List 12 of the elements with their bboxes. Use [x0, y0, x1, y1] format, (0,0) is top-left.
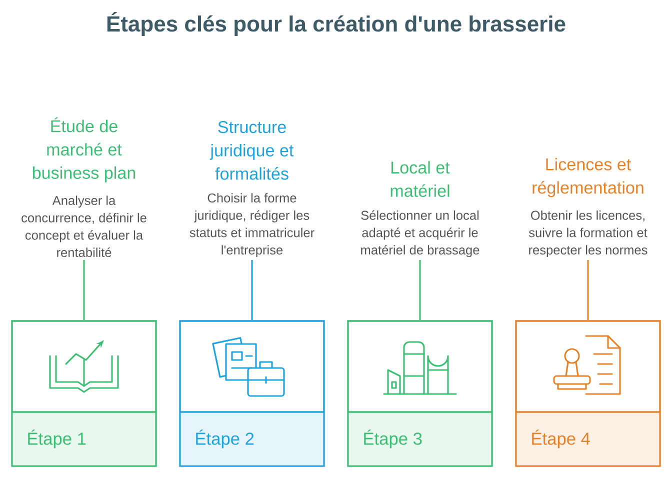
connector-line: [251, 260, 253, 320]
step-card: Étape 4: [515, 320, 661, 467]
step-description: Étude de marché et business plan Analyser la concurrence, définir le concept et évaluer la rentabilité: [22, 117, 146, 258]
step-card: Étape 3: [347, 320, 493, 467]
title: Étapes clés pour la création d'une brasserie: [107, 12, 566, 36]
step-card: Étape 1: [11, 320, 157, 467]
step-description: Licences et réglementation Obtenir les licences, suivre la formation et respecter les normes: [528, 158, 648, 258]
step-description: Structure juridique et formalités Choisir la forme juridique, rédiger les statuts et immatriculer l'entreprise: [190, 121, 314, 258]
connector-line: [83, 260, 85, 320]
step-description: Local et matériel Sélectionner un local adapté et acquérir le matériel de brassage: [361, 161, 480, 258]
connector-line: [587, 260, 589, 320]
connector-line: [419, 260, 421, 320]
